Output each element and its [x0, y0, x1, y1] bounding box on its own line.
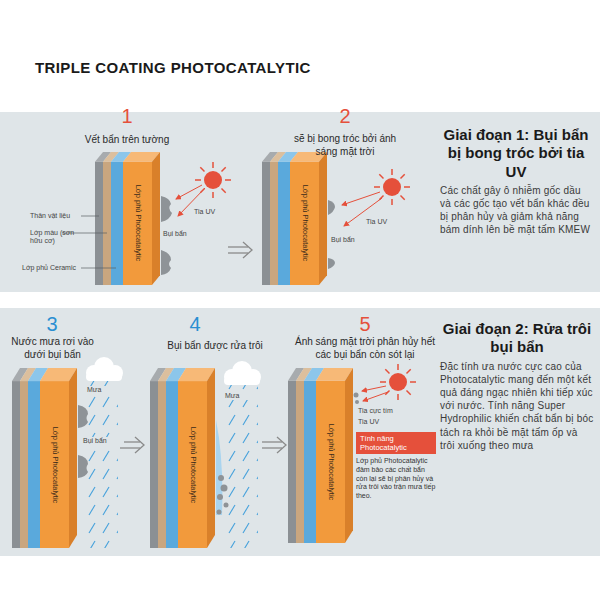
stage-heading: Giai đoạn 2: Rửa trôi bụi bẩn — [440, 320, 594, 357]
water-film — [216, 420, 222, 515]
dust — [354, 393, 360, 405]
step-caption: Nước mưa rơi vào dưới bụi bẩn — [5, 336, 100, 361]
sun — [380, 364, 416, 400]
step-arrow — [262, 437, 286, 453]
dust — [328, 200, 335, 269]
ray-label: Tia UV — [366, 218, 406, 226]
step-arrow — [228, 242, 252, 258]
step-caption: sẽ bị bong tróc bởi ánh sáng mặt trời — [285, 133, 405, 158]
wall-layers — [12, 368, 77, 548]
dust-label: Bụi bẩn — [163, 230, 203, 238]
layer-label: Thân vật liệu — [30, 212, 80, 220]
dust-label: Bụi bẩn — [82, 437, 124, 445]
rain-label: Mưa — [86, 386, 118, 394]
coating-label: Lớp phủ Photocatalytic — [326, 424, 335, 501]
step-caption: Bụi bẩn được rửa trôi — [150, 340, 280, 353]
stage-heading: Giai đoạn 1: Bụi bẩn bị bong tróc bởi ti… — [440, 126, 592, 181]
wall-layers — [288, 368, 353, 543]
callout-number: 1 — [107, 106, 147, 126]
feature-tag: Tính năng PhotocatalyticLớp phủ Photocat… — [356, 432, 436, 454]
callout-number: 2 — [325, 106, 365, 126]
leader-lines — [62, 216, 116, 268]
stage-text: Giai đoạn 2: Rửa trôi bụi bẩnĐặc tính ưa… — [440, 320, 594, 452]
ray-label: Tia UV — [358, 418, 398, 426]
callout-number: 5 — [345, 314, 385, 334]
panel-ground — [0, 112, 600, 292]
rain-label: Mưa — [224, 392, 256, 400]
diagram-title: TRIPLE COATING PHOTOCATALYTIC — [35, 59, 311, 76]
ray-label: Tia UV — [194, 208, 234, 216]
stage-body: Đặc tính ưa nước cực cao của Photocataly… — [440, 360, 594, 452]
coating-label: Lớp phủ Photocatalytic — [188, 427, 197, 504]
callout-number: 3 — [32, 314, 72, 334]
rain — [222, 384, 258, 548]
dust-label: Bụi bẩn — [331, 236, 371, 244]
wall-layers — [262, 152, 327, 285]
coating-label: Lớp phủ Photocatalytic — [300, 185, 309, 262]
uv-rays — [362, 386, 388, 401]
step-caption: Vết bẩn trên tường — [57, 134, 197, 147]
layer-label: Lớp phủ Ceramic — [22, 264, 86, 272]
cloud — [224, 361, 261, 385]
stage-text: Giai đoạn 1: Bụi bẩn bị bong tróc bởi ti… — [440, 126, 592, 237]
feature-note: Lớp phủ Photocatalytic đảm bảo các chất … — [356, 457, 436, 501]
stage-body: Các chất gây ô nhiễm gốc dầu và các gốc … — [440, 184, 592, 237]
coating-label: Lớp phủ Photocatalytic — [133, 185, 142, 262]
wall-layers — [150, 368, 215, 548]
ray-label: Tia cực tím — [358, 407, 418, 415]
dust — [217, 475, 229, 515]
cloud — [86, 357, 123, 381]
layer-label: Lớp màu (sơn hữu cơ) — [30, 229, 86, 246]
coating-label: Lớp phủ Photocatalytic — [50, 427, 59, 504]
callout-number: 4 — [175, 314, 215, 334]
wall-layers — [95, 152, 160, 285]
step-caption: Ánh sáng mặt trời phân hủy hết các bụi b… — [290, 336, 440, 361]
feature-tag-text: Tính năng Photocatalytic — [360, 434, 407, 452]
panel-ground — [0, 308, 600, 556]
